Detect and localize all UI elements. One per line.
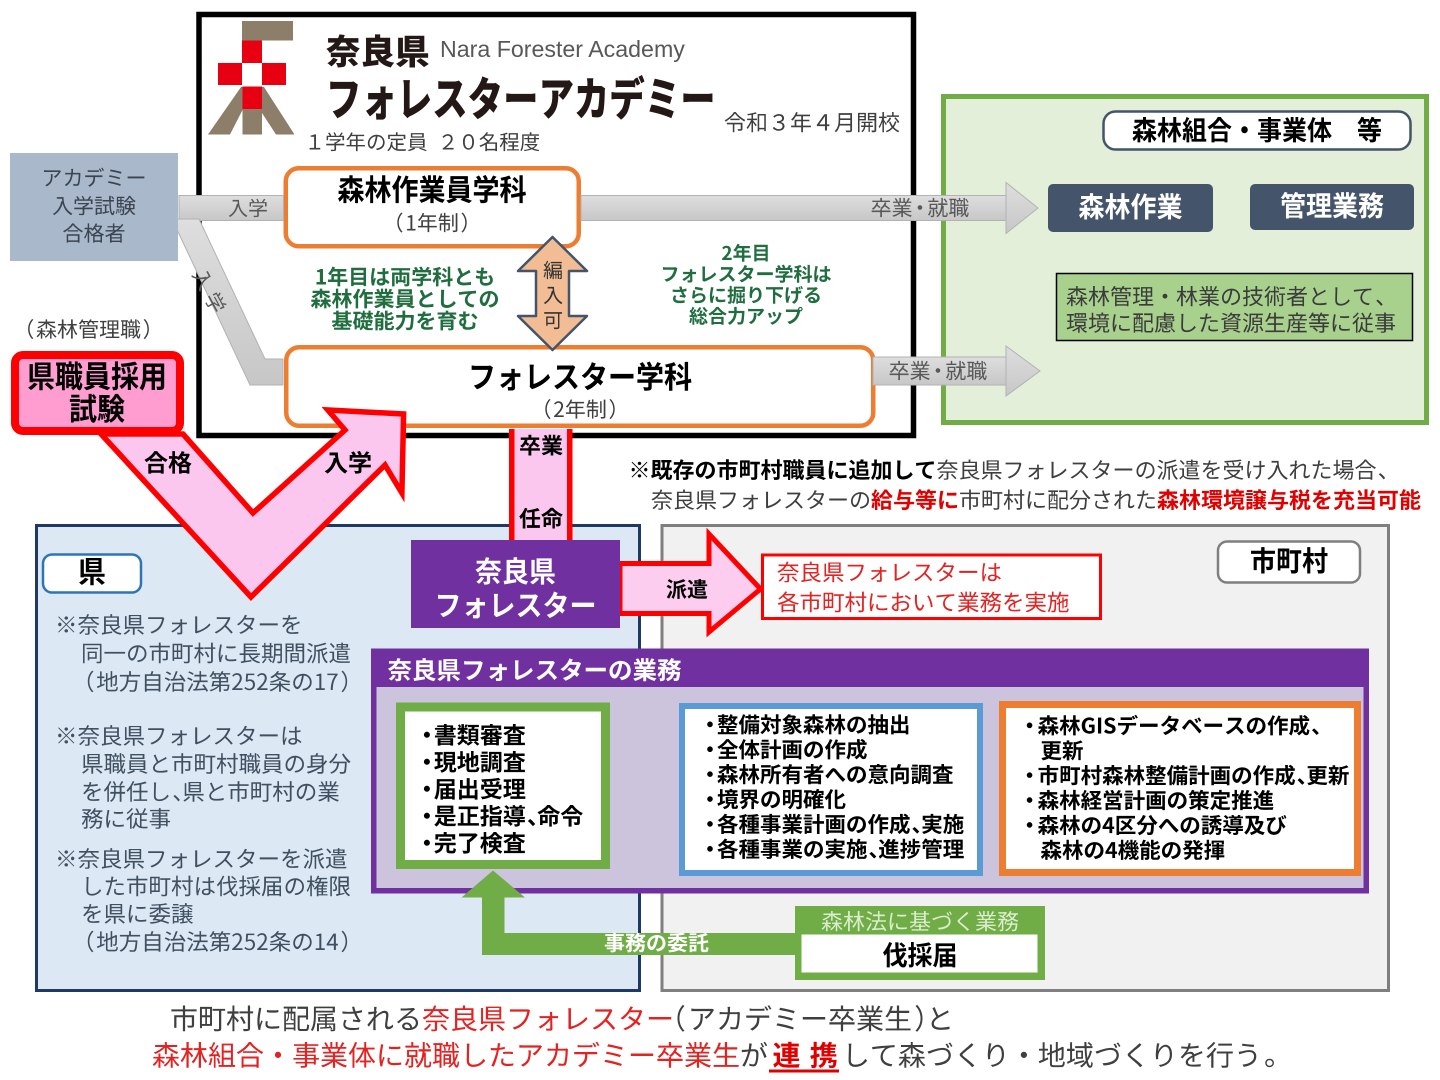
svg-text:Nara Forester Academy: Nara Forester Academy xyxy=(440,36,685,62)
